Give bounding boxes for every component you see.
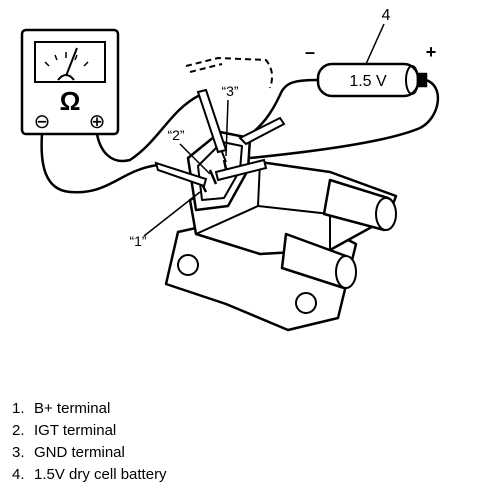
callout-terminal-2-leader: [179, 143, 211, 175]
ohmmeter-scale: [44, 52, 89, 67]
ohm-symbol: Ω: [60, 86, 81, 116]
probe-terminal-1: [154, 161, 208, 188]
mounting-hole-right: [295, 292, 317, 314]
meter-positive-lead: [95, 93, 201, 163]
probe-battery-negative: [238, 116, 286, 146]
callout-terminal-2: “2”: [167, 127, 184, 143]
ohmmeter: [20, 28, 120, 136]
ignition-coil-test-diagram: Ω ⊖ ⊕ 1.5 V – + 4: [20, 7, 440, 332]
legend-list: 1.B+ terminal 2.IGT terminal 3.GND termi…: [12, 398, 167, 486]
ohmmeter-body: [20, 28, 120, 136]
ohmmeter-display: [34, 41, 106, 83]
legend-item: 1.B+ terminal: [12, 400, 111, 417]
meter-negative-terminal: ⊖: [34, 111, 51, 133]
battery-label: 1.5 V: [349, 73, 387, 90]
legend-item: 3.GND terminal: [12, 444, 125, 461]
mounting-hole-left: [177, 254, 199, 276]
meter-leads: [40, 93, 201, 194]
battery-positive-sign: +: [426, 42, 437, 62]
ohmmeter-needle: [65, 47, 78, 77]
legend-item: 4.1.5V dry cell battery: [12, 466, 167, 483]
dashed-alternate-lead: [185, 56, 274, 89]
meter-positive-terminal: ⊕: [89, 111, 106, 133]
battery-callout-number: 4: [382, 7, 391, 24]
probe-battery-positive: [214, 158, 268, 182]
terminal-pin-2: [208, 169, 218, 185]
ignition-coil: [164, 130, 398, 332]
battery-callout-leader: [365, 23, 385, 65]
callout-terminal-1: “1”: [129, 233, 146, 249]
battery-negative-sign: –: [305, 42, 315, 62]
meter-negative-lead: [40, 133, 159, 194]
legend-item: 2.IGT terminal: [12, 422, 117, 439]
callout-terminal-1-leader: [143, 191, 201, 237]
test-probes: [154, 88, 286, 188]
callout-terminal-3-leader: [225, 99, 229, 157]
callout-terminal-3: “3”: [221, 83, 238, 99]
battery-positive-lead: [249, 78, 440, 160]
